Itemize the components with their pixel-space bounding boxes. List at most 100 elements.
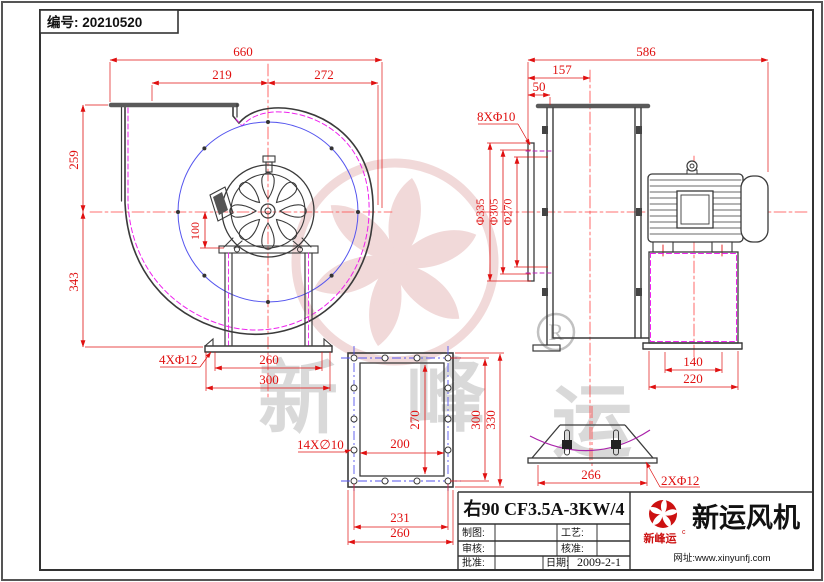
brand-registered-mark: c bbox=[682, 529, 686, 536]
flange-inner-rect bbox=[359, 362, 445, 477]
motor-junction-box bbox=[676, 190, 714, 229]
stand-column bbox=[224, 252, 313, 346]
base-hidden-curve bbox=[529, 429, 651, 452]
casing-walls bbox=[546, 107, 650, 346]
dim-diameter-bolt: Φ305 bbox=[487, 199, 501, 226]
doc-number-text: 编号: 20210520 bbox=[47, 14, 142, 30]
watermark-char-2: 峰 bbox=[406, 352, 486, 441]
dim-flange-outer-height: 330 bbox=[483, 410, 498, 430]
dim-flange-bolt-width: 231 bbox=[390, 510, 410, 525]
dim-front-outlet-a: 219 bbox=[212, 67, 232, 82]
registered-letter: R bbox=[548, 320, 564, 345]
casing-bolts bbox=[176, 120, 360, 304]
inlet-petal-holes bbox=[229, 172, 307, 250]
side-extension-lines bbox=[478, 62, 769, 390]
dim-side-flange-holes: 8XΦ10 bbox=[477, 109, 515, 124]
stand-top-plate bbox=[218, 245, 319, 254]
volute-hidden-line bbox=[127, 107, 370, 331]
volute-outline bbox=[124, 106, 374, 336]
dim-side-base-inner: 140 bbox=[683, 354, 703, 369]
stand-bolt-left bbox=[234, 246, 240, 253]
date-value: 2009-2-1 bbox=[577, 555, 621, 569]
process-label: 工艺: bbox=[561, 527, 584, 539]
motor-stand-base bbox=[642, 342, 743, 350]
front-dimension-labels: 660 219 272 259 343 100 4XΦ12 260 300 bbox=[66, 44, 334, 387]
watermark-char-1: 新 bbox=[258, 354, 338, 443]
drawn-by-label: 制图: bbox=[462, 526, 485, 539]
ratify-label: 核准: bbox=[561, 542, 584, 555]
dim-side-overall-length: 586 bbox=[636, 44, 656, 59]
dim-front-inlet-offset: 100 bbox=[188, 222, 202, 240]
motor bbox=[647, 160, 769, 257]
dim-flange-inner-width: 200 bbox=[390, 436, 410, 451]
approved-by-label: 批准: bbox=[462, 556, 485, 569]
dim-side-50: 50 bbox=[533, 79, 546, 94]
side-dimension-labels: 586 157 50 8XΦ10 Φ335 Φ305 Φ270 140 220 bbox=[473, 44, 703, 386]
flange-dimensions bbox=[298, 352, 504, 545]
doc-number-box: 编号: 20210520 bbox=[39, 9, 179, 34]
inlet-ring-inner bbox=[230, 173, 306, 249]
company-name: 新运风机 bbox=[692, 502, 800, 533]
front-extension-lines bbox=[85, 62, 383, 391]
dim-front-outlet-b: 272 bbox=[314, 67, 334, 82]
title-block-lines bbox=[457, 491, 813, 570]
dim-side-157: 157 bbox=[552, 62, 572, 77]
motor-stand-hidden bbox=[650, 253, 737, 342]
lifting-tab bbox=[262, 155, 276, 173]
dim-front-height-bottom: 343 bbox=[66, 272, 81, 292]
checked-by-label: 审核: bbox=[462, 542, 485, 555]
company-logo-icon bbox=[649, 499, 678, 528]
eyebolt-hole bbox=[689, 163, 695, 169]
title-block: 右90 CF3.5A-3KW/4 制图: 审核: 批准: 工艺: 核准: 日期:… bbox=[457, 491, 813, 570]
base-extension-lines bbox=[537, 461, 700, 488]
dim-flange-holes: 14X∅10 bbox=[297, 437, 344, 452]
motor-junction-box-inner bbox=[680, 194, 710, 225]
dim-front-foot-holes: 4XΦ12 bbox=[159, 352, 197, 367]
hub-center bbox=[264, 207, 272, 215]
base-trapezoid bbox=[527, 424, 658, 464]
inner-border bbox=[39, 9, 814, 571]
front-dimensions bbox=[80, 57, 383, 391]
motor-rear-cap bbox=[740, 175, 769, 243]
dim-base-width: 266 bbox=[581, 467, 601, 482]
front-view bbox=[89, 63, 393, 401]
inlet-hidden-lines bbox=[525, 150, 555, 274]
flange-view bbox=[341, 346, 461, 494]
dim-side-base-outer: 220 bbox=[683, 371, 703, 386]
side-view bbox=[479, 69, 811, 461]
flange-dimension-labels: 14X∅10 200 270 300 330 231 260 bbox=[297, 410, 498, 540]
flange-outer-rect bbox=[347, 352, 454, 488]
dim-flange-bolt-height: 300 bbox=[468, 410, 483, 430]
stand-hidden-lines bbox=[228, 252, 309, 346]
casing-wall-bolts bbox=[542, 126, 642, 296]
base-dimensions bbox=[537, 461, 700, 488]
dim-flange-inner-height: 270 bbox=[407, 410, 422, 430]
model-designation: 右90 CF3.5A-3KW/4 bbox=[464, 498, 625, 519]
dim-diameter-outer: Φ335 bbox=[473, 199, 487, 226]
dim-flange-outer-width: 260 bbox=[390, 525, 410, 540]
eyebolt-icon bbox=[686, 160, 698, 172]
dim-front-height-top: 259 bbox=[66, 150, 81, 170]
base-plate bbox=[204, 337, 333, 353]
company-website: 网址:www.xinyunfj.com bbox=[673, 552, 770, 564]
company-fan-watermark bbox=[291, 158, 499, 366]
dim-base-holes: 2XΦ12 bbox=[661, 473, 699, 488]
base-slots bbox=[562, 429, 621, 456]
dim-diameter-inner: Φ270 bbox=[501, 199, 515, 226]
brand-name: 新峰运 bbox=[644, 531, 677, 545]
dim-front-foot-outer: 300 bbox=[259, 372, 279, 387]
flange-extension-lines bbox=[298, 352, 504, 545]
stand-bolt-right bbox=[297, 246, 303, 253]
base-view bbox=[527, 406, 658, 472]
flange-bolt-holes bbox=[350, 354, 452, 485]
nameplate-tab bbox=[209, 186, 234, 222]
hub-circle bbox=[260, 203, 276, 219]
base-dimension-labels: 266 2XΦ12 bbox=[581, 467, 699, 488]
dim-front-foot-inner: 260 bbox=[259, 352, 279, 367]
dim-front-overall-width: 660 bbox=[233, 44, 253, 59]
side-dimensions bbox=[478, 57, 769, 390]
motor-stand bbox=[648, 251, 739, 344]
